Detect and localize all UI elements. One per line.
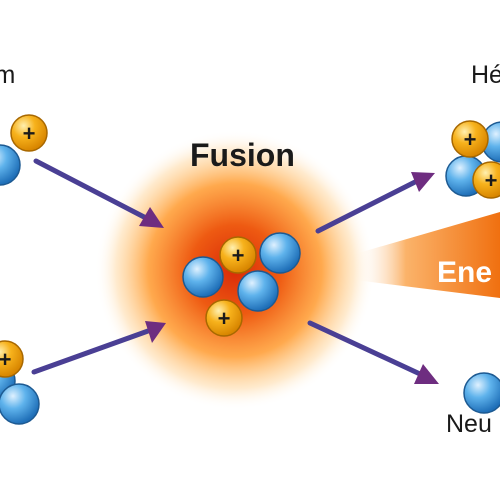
neutron: [237, 270, 279, 312]
energy-beam: [355, 212, 500, 298]
proton-plus: +: [464, 127, 477, 152]
nucleus-center: + +: [182, 232, 301, 337]
proton-plus: +: [485, 168, 498, 193]
label-top-right: Hé: [471, 61, 500, 89]
arrow-bottom-left: [31, 321, 166, 375]
proton: [219, 236, 257, 274]
arrow-bottom-right: [307, 320, 439, 384]
label-fusion: Fusion: [190, 137, 295, 173]
proton: [451, 120, 489, 158]
proton: [0, 340, 24, 378]
proton-plus: +: [218, 306, 231, 331]
label-energy: Ene: [437, 256, 493, 289]
neutron: [259, 232, 301, 274]
proton: [10, 114, 48, 152]
nucleus-bottom-left: +: [0, 340, 40, 425]
neutron: [0, 383, 40, 425]
proton-plus: +: [0, 347, 11, 372]
nucleus-top-right: + +: [445, 120, 500, 199]
label-bottom-right: Neu: [446, 410, 492, 438]
nucleus-top-left: +: [0, 114, 48, 186]
arrow-top-left: [33, 158, 164, 228]
proton: [472, 161, 500, 199]
free-neutron: [463, 372, 500, 414]
neutron: [182, 256, 224, 298]
proton: [205, 299, 243, 337]
proton-plus: +: [23, 121, 36, 146]
proton-plus: +: [232, 243, 245, 268]
neutron: [0, 144, 21, 186]
arrow-top-right: [315, 172, 435, 234]
label-top-left: ium: [0, 61, 16, 89]
neutron: [463, 372, 500, 414]
